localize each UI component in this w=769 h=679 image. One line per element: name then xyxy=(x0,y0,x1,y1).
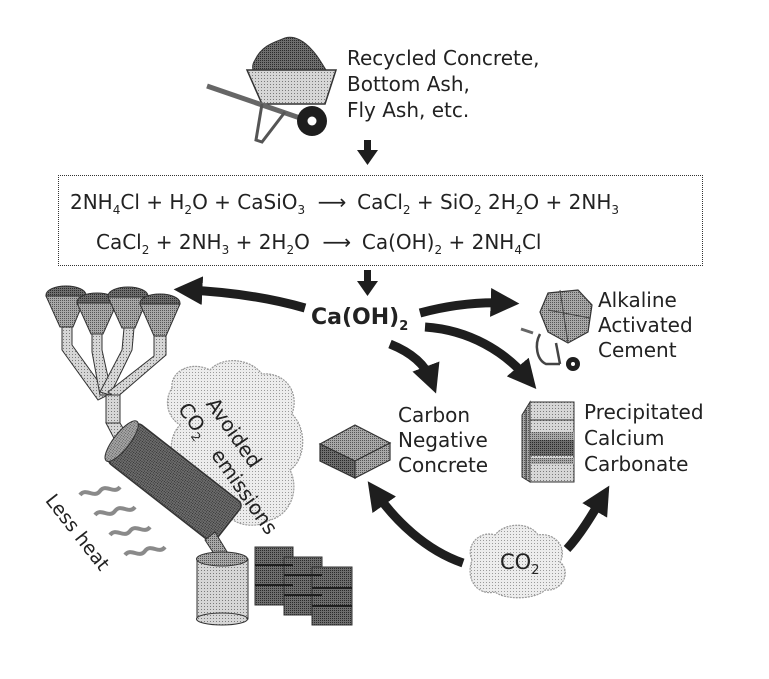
arrow-to-concrete xyxy=(388,339,440,394)
concrete-line-3: Concrete xyxy=(398,453,489,477)
pcc-line-2: Calcium xyxy=(584,426,665,450)
cement-mixer-icon xyxy=(520,289,593,371)
arrow-to-kiln xyxy=(173,276,307,313)
arrow-co2-to-pcc xyxy=(563,485,610,553)
arrow-co2-to-concrete xyxy=(367,481,465,568)
product-term: Ca(OH)2 xyxy=(361,230,443,257)
reaction-arrow-icon: ⟶ xyxy=(322,230,352,254)
reaction-equation-1: 2NH4Cl + H2O + CaSiO3 ⟶ CaCl2 + SiO2 2H2… xyxy=(70,190,620,217)
arrow-to-alkaline-cement xyxy=(418,288,520,318)
calcium-hydroxide-hub: Ca(OH)2 xyxy=(311,305,409,334)
reaction-arrow-icon: ⟶ xyxy=(317,190,347,214)
wheelbarrow-icon xyxy=(206,36,338,144)
pcc-line-1: Precipitated xyxy=(584,400,704,424)
product-term: + 2NH4Cl xyxy=(442,230,542,257)
alkaline-line-3: Cement xyxy=(598,338,677,362)
co2-source-label: CO2 xyxy=(500,550,540,578)
down-arrow-to-reactions xyxy=(357,140,378,165)
hub-arrows xyxy=(173,276,610,568)
pcc-line-3: Carbonate xyxy=(584,452,689,476)
reactant-term: CaCl2 xyxy=(96,230,150,257)
concrete-line-1: Carbon xyxy=(398,403,471,427)
alkaline-line-1: Alkaline xyxy=(598,288,677,312)
concrete-line-2: Negative xyxy=(398,428,488,452)
arrow-to-pcc xyxy=(424,322,537,389)
carbon-negative-concrete-label: Carbon Negative Concrete xyxy=(398,403,488,478)
input-source-label: Recycled Concrete, Bottom Ash, Fly Ash, … xyxy=(347,45,540,123)
concrete-slab-icon xyxy=(318,424,392,479)
reactant-term: + H2O xyxy=(139,190,208,217)
input-line-3: Fly Ash, etc. xyxy=(347,98,470,122)
product-term: CaCl2 xyxy=(357,190,411,217)
carton-bag-icon xyxy=(521,400,575,483)
reactant-term: + 2H2O xyxy=(229,230,310,257)
reactant-term: + 2NH3 xyxy=(149,230,230,257)
reactant-term: 2NH4Cl xyxy=(70,190,140,217)
product-term: + SiO2 xyxy=(410,190,482,217)
product-term: 2H2O xyxy=(481,190,540,217)
product-term: + 2NH3 xyxy=(539,190,620,217)
kiln-funnel-icon xyxy=(45,285,353,626)
input-line-2: Bottom Ash, xyxy=(347,72,470,96)
reaction-equation-2: CaCl2 + 2NH3 + 2H2O ⟶ Ca(OH)2 + 2NH4Cl xyxy=(96,230,542,257)
input-line-1: Recycled Concrete, xyxy=(347,46,540,70)
alkaline-line-2: Activated xyxy=(598,313,693,337)
precipitated-calcium-carbonate-label: Precipitated Calcium Carbonate xyxy=(584,399,704,477)
reaction-equations-box xyxy=(58,175,703,266)
down-arrow-to-hub xyxy=(357,270,378,296)
alkaline-activated-cement-label: Alkaline Activated Cement xyxy=(598,288,693,363)
reactant-term: + CaSiO3 xyxy=(207,190,306,217)
heat-waves-icon xyxy=(78,485,167,557)
co2-source-cloud xyxy=(469,524,566,599)
